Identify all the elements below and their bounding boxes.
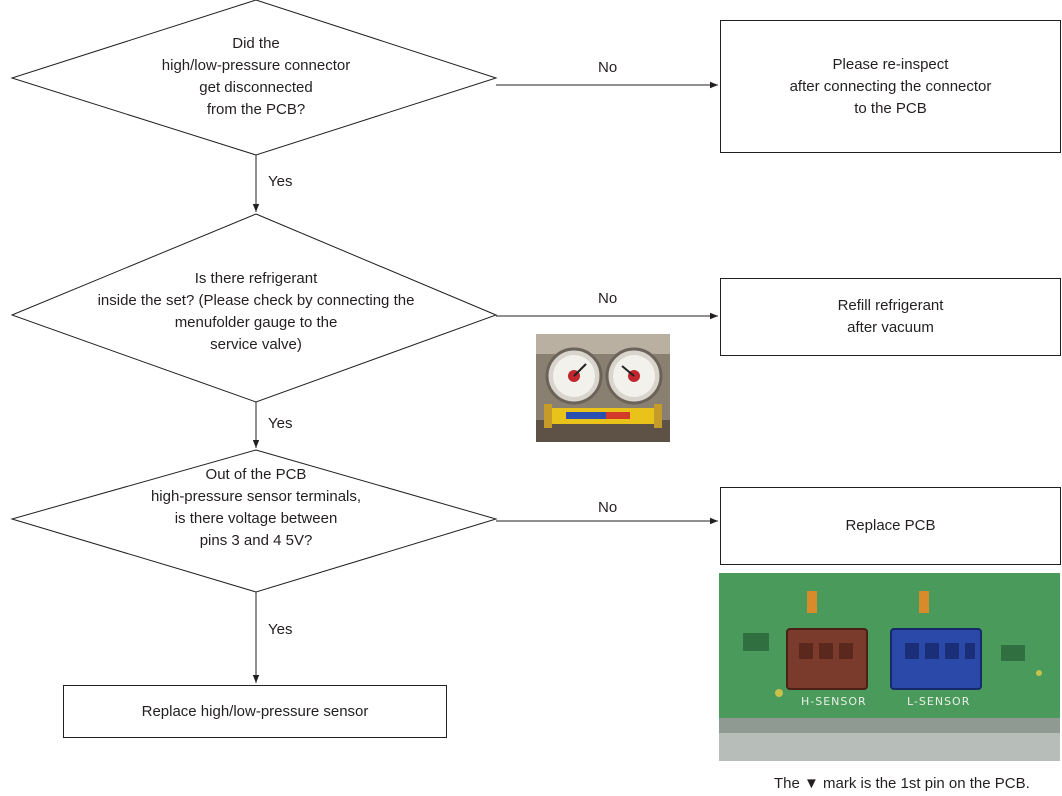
gauge-photo (536, 334, 670, 442)
no-label-2: No (598, 290, 618, 307)
action-box-refill: Refill refrigerant after vacuum (720, 278, 1061, 356)
pcb-photo: H-SENSOR L-SENSOR (719, 573, 1060, 761)
pcb-label-l-sensor: L-SENSOR (907, 695, 971, 708)
pcb-label-h-sensor: H-SENSOR (801, 695, 867, 708)
yes-label-3: Yes (268, 621, 293, 638)
action-box-replace-sensor: Replace high/low-pressure sensor (63, 685, 447, 738)
decision-text-3: Out of the PCB high-pressure sensor term… (150, 466, 362, 549)
action-box-reinspect: Please re-inspect after connecting the c… (720, 20, 1061, 153)
action-box-replace-pcb: Replace PCB (720, 487, 1061, 565)
pcb-caption: The ▼ mark is the 1st pin on the PCB. (774, 775, 1030, 792)
yes-label-2: Yes (268, 415, 293, 432)
no-label-3: No (598, 499, 618, 516)
pcb-connector-image (719, 573, 1060, 761)
no-label-1: No (598, 59, 618, 76)
decision-text-1: Did the high/low-pressure connector get … (161, 35, 351, 118)
decision-text-2: Is there refrigerant inside the set? (Pl… (97, 270, 415, 353)
manifold-gauge-image (536, 334, 670, 442)
yes-label-1: Yes (268, 173, 293, 190)
